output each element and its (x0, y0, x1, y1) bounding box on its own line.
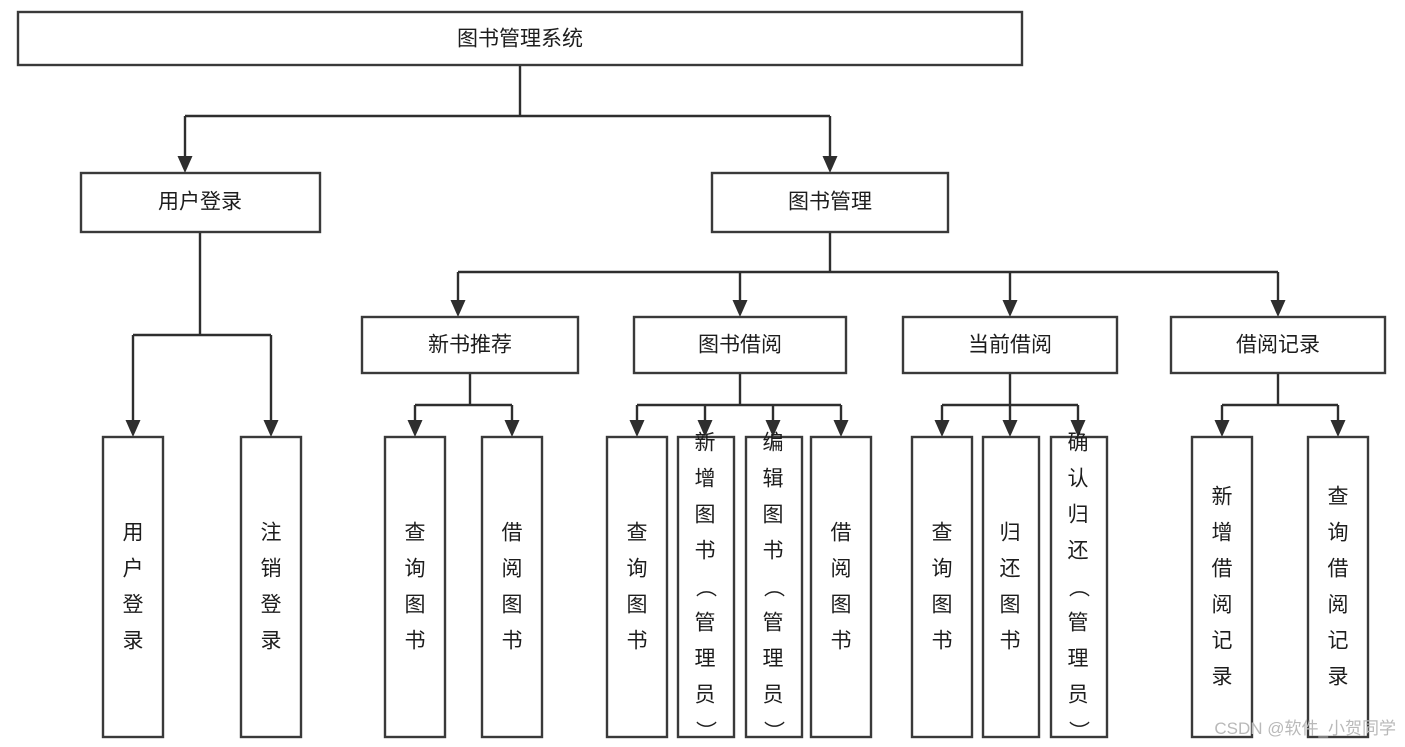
node-new-book-recommend[interactable]: 新书推荐 (360, 315, 580, 375)
node-new-book-recommend-label: 新书推荐 (428, 334, 512, 357)
arrow-to-leaf-record-query (1330, 420, 1346, 437)
leaf-borrow-edit-book-box[interactable] (744, 435, 804, 739)
leaf-recommend-borrow-book-label: 借阅图书 (502, 522, 523, 653)
leaf-record-query-box[interactable] (1306, 435, 1370, 739)
vertical-glyph: ） (694, 721, 717, 742)
vertical-glyph: （ (1067, 577, 1090, 598)
leaf-borrow-edit-book[interactable]: 编辑图书管理员 （ ） (744, 432, 804, 742)
vertical-glyph: ） (1067, 721, 1090, 742)
arrow-to-leaf-borrow-lend (833, 420, 849, 437)
leaf-current-return-book[interactable]: 归还图书 (981, 435, 1041, 739)
leaf-borrow-query-book[interactable]: 查询图书 (605, 435, 669, 739)
leaf-recommend-query-book-box[interactable] (383, 435, 447, 739)
leaf-current-query-book-box[interactable] (910, 435, 974, 739)
node-book-borrow-box[interactable] (632, 315, 848, 375)
leaf-borrow-add-book-box[interactable] (676, 435, 736, 739)
leaf-user-login-box[interactable] (101, 435, 165, 739)
leaf-borrow-add-book[interactable]: 新增图书管理员 （ ） (676, 432, 736, 742)
arrow-to-user-login (177, 156, 193, 173)
leaf-recommend-query-book-label: 查询图书 (405, 522, 426, 653)
node-root-system-label: 图书管理系统 (457, 28, 583, 51)
node-borrow-record-label: 借阅记录 (1236, 334, 1320, 357)
node-root-system[interactable]: 图书管理系统 (16, 10, 1024, 67)
leaf-current-confirm-return-label: 确认归还管理员 (1068, 432, 1089, 707)
arrow-to-leaf-user-login (125, 420, 141, 437)
leaf-logout-box[interactable] (239, 435, 303, 739)
vertical-glyph: （ (762, 577, 785, 598)
connector-layer (125, 65, 1346, 437)
leaf-logout-label: 注销登录 (261, 522, 282, 653)
arrow-to-leaf-record-add (1214, 420, 1230, 437)
leaf-current-confirm-return[interactable]: 确认归还管理员 （ ） (1049, 432, 1109, 742)
leaf-borrow-query-book-label: 查询图书 (627, 522, 648, 653)
arrow-to-leaf-current-return (1002, 420, 1018, 437)
leaf-current-confirm-return-box[interactable] (1049, 435, 1109, 739)
leaf-logout[interactable]: 注销登录 (239, 435, 303, 739)
node-borrow-record-box[interactable] (1169, 315, 1387, 375)
leaf-user-login[interactable]: 用户登录 (101, 435, 165, 739)
leaf-current-return-book-box[interactable] (981, 435, 1041, 739)
node-book-borrow[interactable]: 图书借阅 (632, 315, 848, 375)
leaf-record-add-label: 新增借阅记录 (1212, 486, 1233, 689)
node-user-login[interactable]: 用户登录 (79, 171, 322, 234)
vertical-glyph: ） (762, 721, 785, 742)
node-current-borrow-box[interactable] (901, 315, 1119, 375)
node-borrow-record[interactable]: 借阅记录 (1169, 315, 1387, 375)
leaf-user-login-label: 用户登录 (123, 522, 144, 653)
node-book-manage-label: 图书管理 (788, 191, 872, 214)
leaf-borrow-lend-book-label: 借阅图书 (831, 522, 852, 653)
leaf-borrow-add-book-label: 新增图书管理员 (695, 432, 716, 707)
leaf-recommend-borrow-book[interactable]: 借阅图书 (480, 435, 544, 739)
arrow-to-leaf-borrow-query (629, 420, 645, 437)
arrow-to-leaf-recommend-borrow (504, 420, 520, 437)
node-new-book-recommend-box[interactable] (360, 315, 580, 375)
leaf-borrow-lend-book-box[interactable] (809, 435, 873, 739)
leaf-borrow-lend-book[interactable]: 借阅图书 (809, 435, 873, 739)
leaf-recommend-borrow-book-box[interactable] (480, 435, 544, 739)
node-user-login-box[interactable] (79, 171, 322, 234)
arrow-to-leaf-logout (263, 420, 279, 437)
arrow-to-borrow-record (1270, 300, 1286, 317)
node-user-login-label: 用户登录 (158, 191, 242, 214)
vertical-glyph: （ (694, 577, 717, 598)
leaf-borrow-query-book-box[interactable] (605, 435, 669, 739)
leaf-current-query-book[interactable]: 查询图书 (910, 435, 974, 739)
leaf-recommend-query-book[interactable]: 查询图书 (383, 435, 447, 739)
arrow-to-book-borrow (732, 300, 748, 317)
arrow-to-current-borrow (1002, 300, 1018, 317)
leaf-record-query[interactable]: 查询借阅记录 (1306, 435, 1370, 739)
leaf-record-query-label: 查询借阅记录 (1328, 486, 1349, 689)
node-current-borrow-label: 当前借阅 (968, 334, 1052, 357)
node-root-system-box[interactable] (16, 10, 1024, 67)
arrow-to-new-book-recommend (450, 300, 466, 317)
csdn-watermark: CSDN @软件_小贺同学 (1214, 719, 1396, 738)
arrow-to-leaf-recommend-query (407, 420, 423, 437)
node-current-borrow[interactable]: 当前借阅 (901, 315, 1119, 375)
node-book-borrow-label: 图书借阅 (698, 334, 782, 357)
arrow-to-book-manage (822, 156, 838, 173)
leaf-current-query-book-label: 查询图书 (932, 522, 953, 653)
node-book-manage-box[interactable] (710, 171, 950, 234)
leaf-borrow-edit-book-label: 编辑图书管理员 (763, 432, 784, 707)
leaf-current-return-book-label: 归还图书 (1000, 522, 1021, 653)
leaf-record-add[interactable]: 新增借阅记录 (1190, 435, 1254, 739)
arrow-to-leaf-current-query (934, 420, 950, 437)
leaf-record-add-box[interactable] (1190, 435, 1254, 739)
node-book-manage[interactable]: 图书管理 (710, 171, 950, 234)
